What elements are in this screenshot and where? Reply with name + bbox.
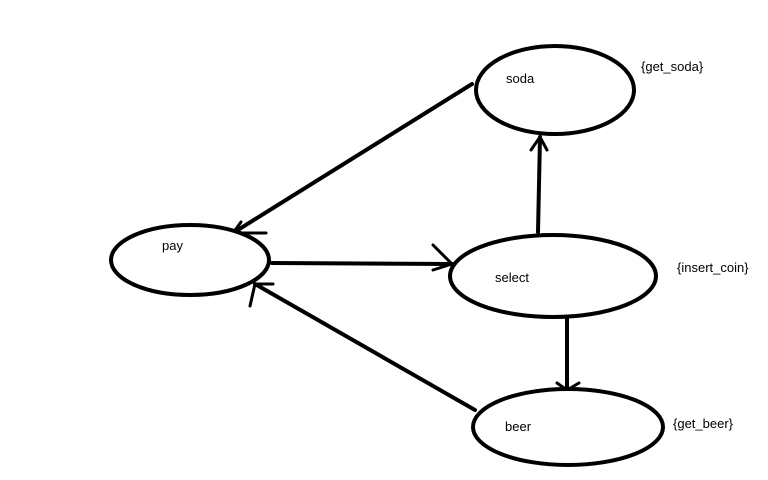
node-soda-label: soda [506,71,535,86]
node-beer[interactable]: beer [471,387,665,467]
node-select-label: select [495,270,529,285]
node-pay-label: pay [162,238,183,253]
edge-soda-to-pay [231,82,474,235]
node-soda[interactable]: soda [474,44,636,136]
edge-select-to-soda [529,135,549,234]
node-pay[interactable]: pay [109,223,271,297]
node-select-shape[interactable] [448,233,658,319]
node-beer-label: beer [505,419,532,434]
node-soda-property: {get_soda} [641,59,704,74]
edge-beer-to-pay [248,282,477,412]
edges [231,82,581,412]
node-beer-shape[interactable] [471,387,665,467]
node-select[interactable]: select [448,233,658,319]
edge-select-to-beer [555,316,581,392]
node-soda-shape[interactable] [474,44,636,136]
node-select-property: {insert_coin} [677,260,749,275]
edge-pay-to-select [270,243,454,272]
node-pay-shape[interactable] [109,223,271,297]
node-beer-property: {get_beer} [673,416,734,431]
